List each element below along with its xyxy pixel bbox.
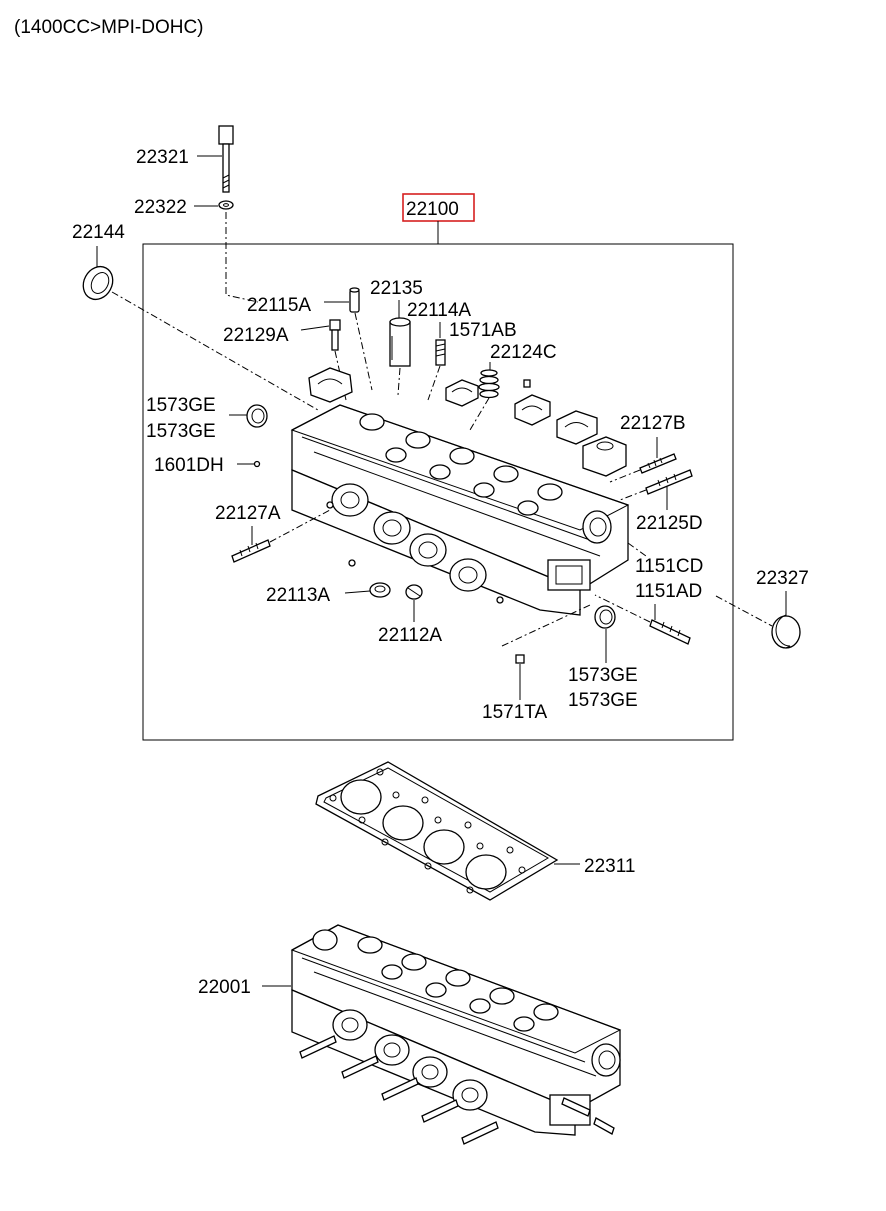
guide-22115a [349,287,360,313]
valve-spring-22124c [478,369,500,399]
label-22129A[interactable]: 22129A [223,325,289,346]
tappet-22135 [389,317,411,367]
cam-cap-5 [582,436,627,477]
label-22327[interactable]: 22327 [756,568,809,589]
label-22127B[interactable]: 22127B [620,413,686,434]
plug-1571ab [523,379,531,388]
stud-22127a [231,539,271,563]
label-1601DH[interactable]: 1601DH [154,455,224,476]
plug-small [348,559,356,567]
label-22125D[interactable]: 22125D [636,513,703,534]
diagram-title: (1400CC>MPI-DOHC) [14,17,204,38]
label-22114A[interactable]: 22114A [407,300,471,321]
label-22115A[interactable]: 22115A [247,295,311,316]
label-22124C[interactable]: 22124C [490,342,557,363]
head-gasket-22311 [315,761,559,901]
stud-22125d [645,469,693,495]
label-1571AB[interactable]: 1571AB [449,320,517,341]
label-22100[interactable]: 22100 [406,199,459,220]
plug-1571ta [515,654,525,664]
label-1573GE-upper-2[interactable]: 1573GE [146,421,216,442]
oil-seal-22144 [82,265,114,301]
label-1573GE-lower-2[interactable]: 1573GE [568,690,638,711]
retainer-22113a [369,582,391,598]
bolt-22321 [218,125,234,193]
label-22113A[interactable]: 22113A [266,585,330,606]
dowel-1601dh [253,460,261,468]
label-22321[interactable]: 22321 [136,147,189,168]
label-22001[interactable]: 22001 [198,977,251,998]
cam-cap-2 [445,379,479,407]
stud-22127b [639,453,677,474]
cam-cap-1 [308,367,353,403]
cam-cap-3 [514,394,551,426]
label-22135[interactable]: 22135 [370,278,423,299]
cam-cap-4 [556,410,598,445]
label-22112A[interactable]: 22112A [378,625,442,646]
label-1573GE-upper-1[interactable]: 1573GE [146,395,216,416]
label-1151AD[interactable]: 1151AD [635,581,702,602]
spring-seat-22112a [405,584,423,600]
label-1571TA[interactable]: 1571TA [482,702,547,723]
stud-1151ad [649,619,691,645]
cylinder-head-assembly [290,404,630,616]
label-22127A[interactable]: 22127A [215,503,281,524]
label-1573GE-lower-1[interactable]: 1573GE [568,665,638,686]
label-22311[interactable]: 22311 [584,856,635,877]
label-22322[interactable]: 22322 [134,197,187,218]
cylinder-head-22001 [290,924,622,1145]
bolt-22129a [329,319,341,351]
valve-seal-22114a [435,339,446,366]
label-22144[interactable]: 22144 [72,222,125,243]
washer-22322 [218,200,234,210]
label-1151CD[interactable]: 1151CD [635,556,703,577]
cap-22327 [771,614,801,649]
